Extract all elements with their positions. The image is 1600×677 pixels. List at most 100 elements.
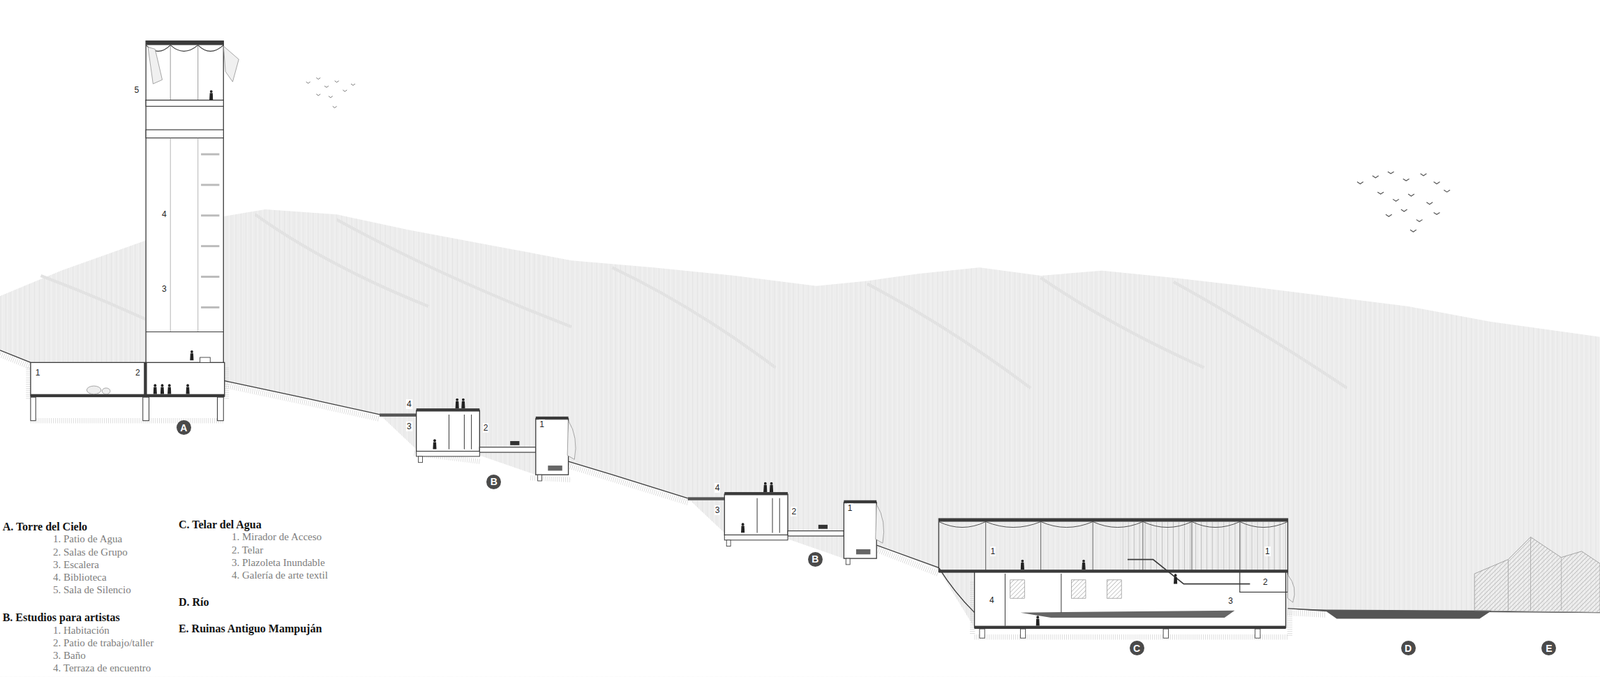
section-marker: C	[1129, 640, 1145, 656]
glass-mullions	[1122, 521, 1289, 572]
ruins	[1474, 536, 1600, 612]
callout-number: 5	[133, 85, 141, 95]
marker-letter: E	[1545, 643, 1552, 654]
callout-number: 4	[988, 595, 996, 605]
mountain-fold	[40, 214, 1347, 388]
person	[160, 383, 164, 394]
ruin-walls	[1507, 536, 1561, 610]
key-heading: C. Telar del Agua	[178, 518, 262, 532]
section-marker: D	[1401, 640, 1416, 656]
curtain-arcs	[145, 45, 224, 52]
partition	[464, 414, 465, 450]
stair-line	[197, 138, 199, 333]
partition	[1004, 573, 1006, 626]
key-item: 3. Plazoleta Inundable	[231, 556, 326, 569]
shelf	[200, 306, 220, 309]
mullion	[985, 521, 1240, 572]
callout-number: 1	[34, 367, 42, 378]
person	[189, 350, 194, 361]
pile	[1020, 628, 1026, 638]
person	[209, 90, 213, 100]
person	[1036, 615, 1040, 626]
partition	[470, 414, 472, 450]
callout-number: 3	[161, 283, 168, 294]
stair-line	[170, 138, 171, 333]
shelf	[200, 153, 220, 156]
key-item: 1. Patio de Agua	[53, 533, 123, 545]
workbench	[510, 440, 520, 446]
shelf	[200, 244, 220, 248]
basement-wall	[143, 362, 147, 396]
pile	[30, 397, 36, 421]
foundation	[416, 451, 481, 457]
pile	[979, 628, 985, 638]
birds	[1357, 171, 1450, 232]
key-item: 1. Habitación	[53, 624, 110, 637]
person	[432, 438, 437, 449]
birds	[306, 77, 356, 108]
patio-floor	[479, 447, 536, 453]
callout-number: 2	[1262, 577, 1269, 587]
curtain-flap	[223, 46, 239, 82]
callout-number: 1	[990, 546, 997, 557]
base-slab	[974, 625, 1287, 629]
key-heading: A. Torre del Cielo	[2, 520, 88, 534]
person	[1081, 559, 1086, 570]
callout-number: 3	[406, 421, 413, 432]
callout-number: 2	[134, 367, 141, 378]
person	[167, 383, 171, 394]
floor-band	[145, 129, 224, 139]
water-stone	[101, 387, 111, 395]
callout-number: 4	[714, 482, 721, 493]
water-stone	[86, 385, 101, 395]
roof-slab	[416, 408, 481, 411]
callout-number: 4	[406, 399, 413, 409]
marker-letter: B	[490, 476, 498, 487]
mountain-range	[0, 209, 1600, 677]
shelf	[200, 183, 220, 186]
ground-fill	[0, 350, 1600, 677]
mountain-hatch	[0, 209, 1600, 677]
section-marker: A	[176, 420, 192, 435]
key-heading: D. Río	[178, 595, 210, 609]
tower-shaft	[145, 100, 224, 363]
key-item: 2. Telar	[231, 544, 264, 557]
key-item: 4. Galería de arte textil	[231, 569, 328, 582]
artist-studio	[379, 398, 576, 481]
callout-number: 4	[161, 209, 168, 220]
curtain-flap	[1288, 574, 1296, 603]
key-item: 2. Patio de trabajo/taller	[53, 637, 154, 649]
pile	[1163, 628, 1169, 638]
artist-studio	[688, 482, 885, 565]
key-item: 4. Biblioteca	[53, 571, 107, 584]
partition	[1060, 573, 1062, 613]
tower-pavilion	[145, 41, 224, 101]
pavilion-mullion	[197, 45, 199, 101]
studio-volume	[416, 410, 481, 451]
flooded-plaza	[1020, 610, 1235, 618]
lower-level	[974, 571, 1287, 628]
shelf	[200, 275, 220, 278]
terrain-line	[0, 350, 1600, 613]
section-marker: B	[808, 551, 823, 567]
person	[153, 383, 157, 394]
basement-slab	[30, 394, 225, 398]
key-heading: B. Estudios para artistas	[2, 611, 121, 624]
pile	[217, 397, 224, 421]
floor-slab	[938, 569, 1288, 573]
curtain-flap	[147, 46, 162, 84]
tower	[30, 41, 239, 421]
key-item: 2. Salas de Grupo	[53, 546, 128, 559]
marker-letter: B	[811, 554, 819, 564]
marker-letter: D	[1404, 643, 1412, 654]
callout-number: 1	[1264, 546, 1271, 557]
bed	[547, 465, 562, 471]
pile	[537, 474, 543, 481]
person	[1173, 573, 1178, 584]
textile-piece	[1010, 579, 1025, 598]
terrain-line	[938, 567, 975, 612]
key-item: 5. Sala de Silencio	[53, 584, 132, 596]
person	[185, 383, 190, 394]
section-marker: B	[486, 474, 502, 490]
